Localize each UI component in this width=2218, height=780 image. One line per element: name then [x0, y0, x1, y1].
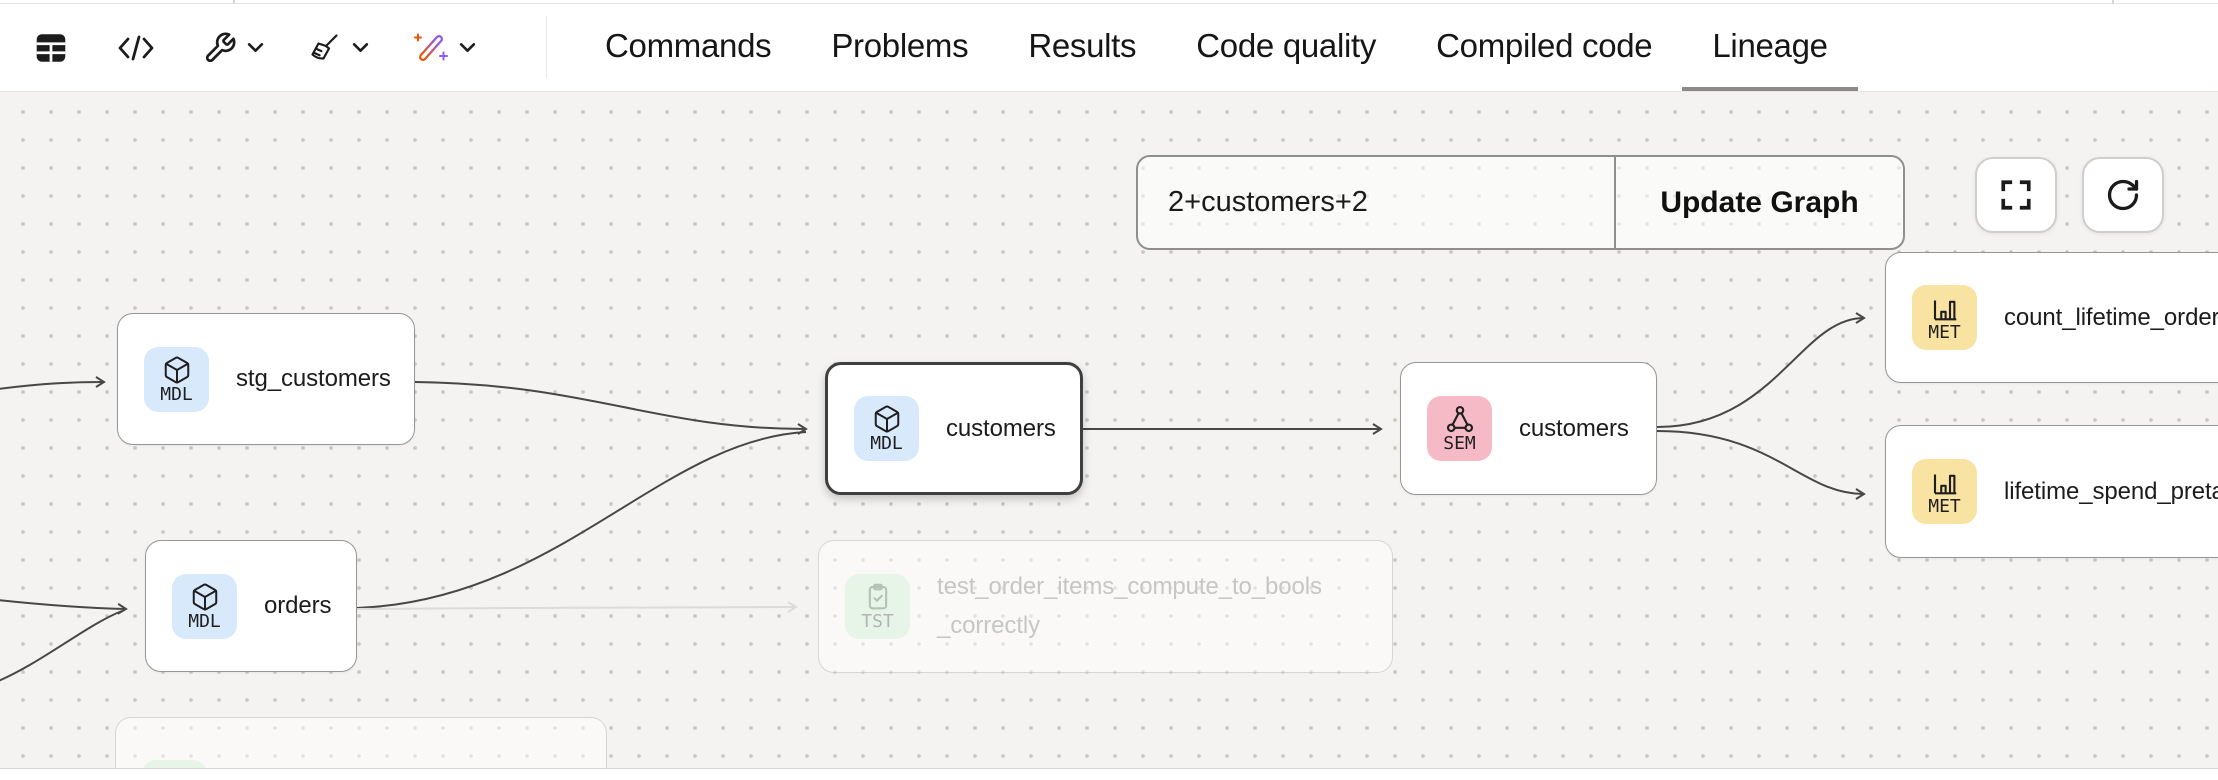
tab-commands[interactable]: Commands	[605, 26, 772, 64]
node-orders[interactable]: MDL orders	[145, 540, 357, 672]
refresh-icon	[2105, 177, 2141, 213]
node-label: customers	[946, 414, 1056, 442]
fullscreen-icon	[1999, 178, 2033, 212]
node-label: test_order_items_compute_to_bools_correc…	[937, 573, 1322, 639]
metric-badge: MET	[1912, 459, 1977, 524]
edge-sem-to-count-lifetime-orders	[1656, 312, 1866, 428]
node-label: stg_customers	[236, 365, 391, 392]
lineage-query-input[interactable]	[1138, 157, 1616, 248]
metric-badge: MET	[1912, 285, 1977, 350]
badge-label: SEM	[1443, 433, 1476, 454]
node-label: orders	[264, 592, 332, 619]
node-faded-partial[interactable]: TST	[115, 717, 607, 768]
badge-label: MDL	[160, 383, 193, 405]
edge-stg-customers-to-customers	[414, 381, 808, 435]
tab-results[interactable]: Results	[1028, 26, 1137, 64]
edge-sem-to-lifetime-spend-pretax	[1656, 430, 1866, 500]
tab-lineage[interactable]: Lineage	[1682, 4, 1858, 91]
badge-label: MDL	[870, 433, 903, 454]
code-icon	[113, 31, 159, 65]
chevron-down-icon	[247, 42, 264, 53]
edge-orders-to-test-faded	[356, 601, 798, 613]
clipboard-check-icon	[160, 768, 190, 769]
badge-label: MDL	[188, 610, 221, 632]
node-stg-customers[interactable]: MDL stg_customers	[117, 313, 415, 445]
top-edge-tick	[233, 0, 235, 4]
badge-label: MET	[1928, 496, 1961, 517]
panel-tabs: Commands Problems Results Code quality C…	[575, 4, 1858, 91]
clipboard-check-icon	[863, 582, 893, 612]
bar-chart-icon	[1930, 293, 1960, 323]
tab-compiled-code[interactable]: Compiled code	[1436, 26, 1653, 64]
edge-left-lower-to-orders	[0, 610, 123, 682]
chevron-down-icon	[459, 42, 476, 53]
cube-icon	[162, 355, 192, 385]
update-graph-button[interactable]: Update Graph	[1660, 185, 1859, 219]
fit-view-button[interactable]	[1975, 157, 2057, 233]
edge-left-to-stg-customers	[0, 376, 106, 390]
chevron-down-icon	[352, 42, 369, 53]
bar-chart-icon	[1930, 467, 1960, 497]
edge-left-to-orders	[0, 599, 128, 615]
cube-icon	[872, 404, 902, 434]
node-count-lifetime-orders[interactable]: MET count_lifetime_orders	[1885, 252, 2218, 383]
graph-network-icon	[1445, 404, 1475, 434]
refresh-graph-button[interactable]	[2082, 157, 2164, 233]
model-badge: MDL	[144, 346, 209, 412]
ai-assist-button[interactable]	[413, 30, 476, 66]
test-badge: TST	[845, 574, 910, 639]
toolbar-icon-area	[0, 4, 546, 91]
format-button[interactable]	[308, 31, 369, 65]
cube-icon	[190, 582, 220, 612]
broom-icon	[308, 31, 342, 65]
node-label: customers	[1519, 414, 1629, 442]
lineage-query-group: Update Graph	[1136, 155, 1905, 250]
test-badge: TST	[142, 759, 207, 769]
tab-problems[interactable]: Problems	[831, 26, 969, 64]
build-button[interactable]	[203, 31, 264, 65]
panel-top-edge	[0, 0, 2218, 4]
badge-label: MET	[1928, 322, 1961, 343]
top-edge-tick	[2112, 0, 2114, 4]
node-customers-semantic[interactable]: SEM customers	[1400, 362, 1657, 495]
model-badge: MDL	[172, 573, 237, 639]
lineage-canvas[interactable]: MDL stg_customers MDL orders MDL	[0, 92, 2218, 768]
panel-toolbar: Commands Problems Results Code quality C…	[0, 4, 2218, 92]
magic-wand-icon	[413, 30, 449, 66]
node-customers-model[interactable]: MDL customers	[825, 362, 1083, 495]
semantic-badge: SEM	[1427, 396, 1492, 461]
tab-code-quality[interactable]: Code quality	[1196, 26, 1377, 64]
model-badge: MDL	[854, 396, 919, 461]
node-test-order-items[interactable]: TST test_order_items_compute_to_bools_co…	[818, 540, 1393, 673]
wrench-icon	[203, 31, 237, 65]
panel-bottom-edge	[0, 768, 2218, 779]
toolbar-divider	[546, 16, 547, 79]
node-label: count_lifetime_orders	[2004, 303, 2218, 331]
results-table-button[interactable]	[33, 30, 69, 66]
table-icon	[33, 30, 69, 66]
code-view-button[interactable]	[113, 31, 159, 65]
badge-label: TST	[861, 611, 894, 632]
edge-orders-to-customers	[356, 431, 807, 609]
node-label: lifetime_spend_pretax	[2004, 477, 2218, 505]
node-lifetime-spend-pretax[interactable]: MET lifetime_spend_pretax	[1885, 425, 2218, 558]
